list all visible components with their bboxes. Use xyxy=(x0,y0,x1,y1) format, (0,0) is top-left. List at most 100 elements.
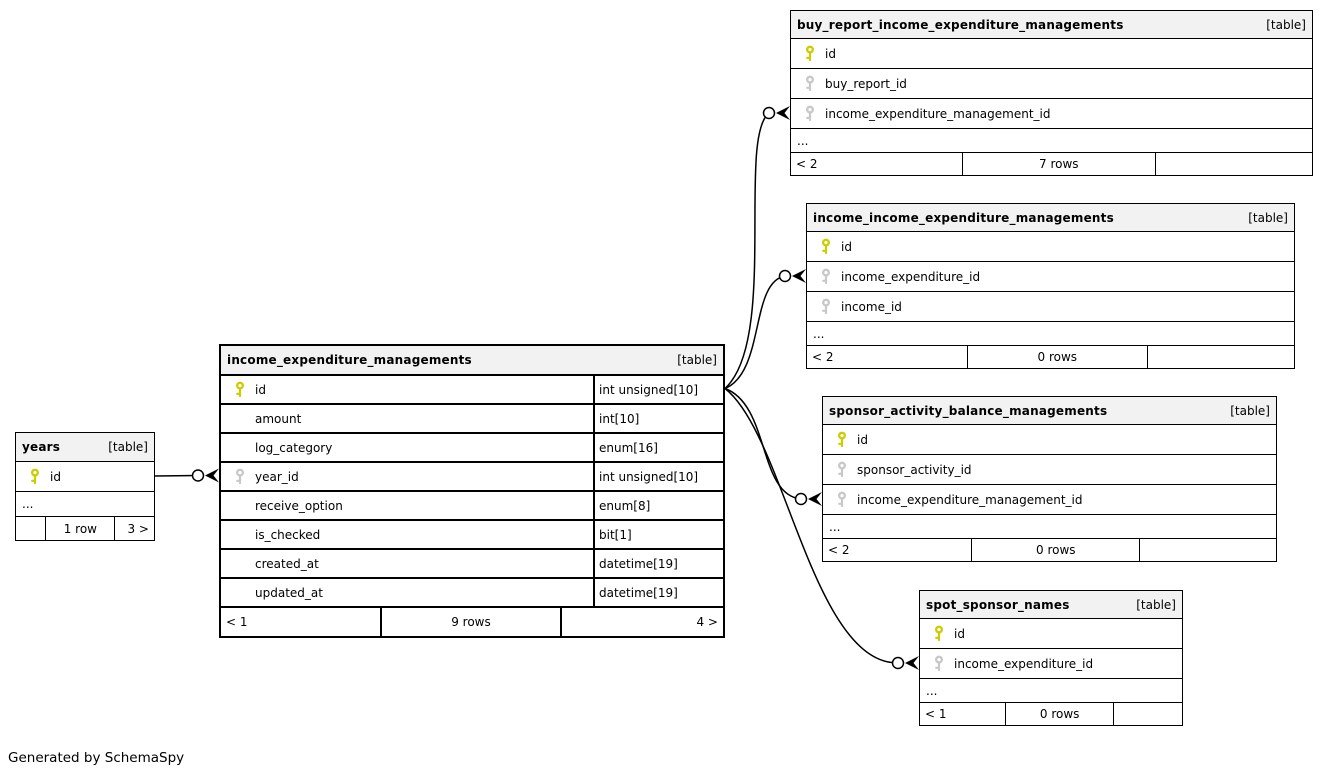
column-row-id: id xyxy=(807,232,1294,262)
column-type: bit[1] xyxy=(593,521,723,548)
table-name: income_expenditure_managements xyxy=(227,353,472,367)
column-name: income_expenditure_management_id xyxy=(857,492,1083,507)
column-name: id xyxy=(954,626,965,641)
column-name: id xyxy=(255,382,266,397)
footer-parent-count: < 2 xyxy=(791,153,963,175)
table-income_income_expenditure_managements[interactable]: income_income_expenditure_managements [ta… xyxy=(806,203,1295,369)
key-slot xyxy=(795,45,825,62)
column-name: income_expenditure_id xyxy=(954,656,1094,671)
relationship-line-income_expenditure_managements-to-sponsor_activity_balance_managements xyxy=(724,387,822,506)
column-name: income_expenditure_id xyxy=(841,269,981,284)
relationship-line-years-to-income_expenditure_managements xyxy=(154,468,219,483)
footer-child-count xyxy=(1114,703,1182,725)
footer-parent-count: < 2 xyxy=(807,346,968,368)
primary-key-icon xyxy=(838,431,846,448)
column-name: id xyxy=(50,469,61,484)
column-type: datetime[19] xyxy=(593,550,723,577)
table-name: income_income_expenditure_managements xyxy=(813,210,1114,225)
primary-key-icon xyxy=(935,625,943,642)
relationship-curve xyxy=(724,275,786,390)
table-name: sponsor_activity_balance_managements xyxy=(829,403,1108,418)
column-type: int unsigned[10] xyxy=(593,376,723,403)
relationship-curve xyxy=(154,474,199,477)
column-name: id xyxy=(841,239,852,254)
relationship-line-income_expenditure_managements-to-buy_report_income_expenditure_managements xyxy=(724,106,790,390)
column-name: created_at xyxy=(255,556,319,571)
column-row-sponsor_activity_id: sponsor_activity_id xyxy=(823,455,1276,485)
table-type-badge: [table] xyxy=(108,440,148,454)
table-name: spot_sponsor_names xyxy=(926,597,1070,612)
primary-key-icon xyxy=(806,45,814,62)
column-row-id: id xyxy=(920,619,1182,649)
column-name: income_expenditure_management_id xyxy=(825,106,1051,121)
cardinality-circle-icon xyxy=(762,106,776,120)
table-header: years [table] xyxy=(16,433,154,462)
footer-parent-count: < 1 xyxy=(920,703,1007,725)
foreign-key-icon xyxy=(806,75,814,92)
more-columns-ellipsis: ... xyxy=(807,322,1294,346)
footer-child-count xyxy=(1156,153,1312,175)
crow-foot-icon xyxy=(205,468,219,483)
crow-foot-icon xyxy=(776,106,790,120)
footer-row-count: 0 rows xyxy=(972,539,1141,561)
more-columns-ellipsis: ... xyxy=(920,679,1182,703)
primary-key-icon xyxy=(822,238,830,255)
column-type: enum[8] xyxy=(593,492,723,519)
column-name: id xyxy=(825,46,836,61)
relationship-curve xyxy=(724,112,770,390)
generated-by-note: Generated by SchemaSpy xyxy=(8,750,185,766)
column-type: enum[16] xyxy=(593,434,723,461)
more-columns-ellipsis: ... xyxy=(16,492,154,517)
footer-child-count: 4 > xyxy=(696,615,718,629)
table-sponsor_activity_balance_managements[interactable]: sponsor_activity_balance_managements[tab… xyxy=(822,396,1277,562)
column-row-buy_report_id: buy_report_id xyxy=(791,69,1312,99)
column-row-income_expenditure_management_id: income_expenditure_management_id xyxy=(791,99,1312,129)
foreign-key-icon xyxy=(236,468,244,485)
primary-key-icon xyxy=(236,381,244,398)
footer-row-count: 9 rows xyxy=(382,608,563,636)
column-row-income_expenditure_id: income_expenditure_id xyxy=(920,649,1182,679)
crow-foot-icon xyxy=(792,269,806,283)
relationship-curve xyxy=(724,387,802,500)
key-slot xyxy=(20,468,50,485)
column-name: is_checked xyxy=(255,527,321,542)
footer-row-count: 7 rows xyxy=(963,153,1156,175)
column-row-log_category: log_category enum[16] xyxy=(221,434,723,463)
table-buy_report_income_expenditure_managements[interactable]: buy_report_income_expenditure_management… xyxy=(790,10,1313,176)
more-columns-ellipsis: ... xyxy=(791,129,1312,153)
key-slot xyxy=(827,461,857,478)
key-slot xyxy=(811,268,841,285)
crow-foot-icon xyxy=(905,656,919,670)
cardinality-circle-icon xyxy=(891,656,905,670)
footer-row-count: 0 rows xyxy=(968,346,1148,368)
column-name: log_category xyxy=(255,440,333,455)
column-row-income_expenditure_management_id: income_expenditure_management_id xyxy=(823,485,1276,515)
column-row-id: id int unsigned[10] xyxy=(221,376,723,405)
table-name: years xyxy=(22,440,61,454)
foreign-key-icon xyxy=(838,461,846,478)
key-slot xyxy=(827,491,857,508)
table-header: sponsor_activity_balance_managements[tab… xyxy=(823,397,1276,425)
key-slot xyxy=(811,238,841,255)
cardinality-circle-icon xyxy=(778,269,792,283)
more-columns-ellipsis: ... xyxy=(823,515,1276,539)
table-header: income_income_expenditure_managements [ta… xyxy=(807,204,1294,232)
footer-parent-count: < 1 xyxy=(221,608,382,636)
key-slot xyxy=(827,431,857,448)
footer-parent-count: < 2 xyxy=(823,539,973,561)
key-slot xyxy=(225,468,255,485)
footer-child-count: 3 > xyxy=(127,521,149,536)
footer-parent-count xyxy=(16,517,47,540)
foreign-key-icon xyxy=(935,655,943,672)
table-type-badge: [table] xyxy=(1248,210,1288,225)
